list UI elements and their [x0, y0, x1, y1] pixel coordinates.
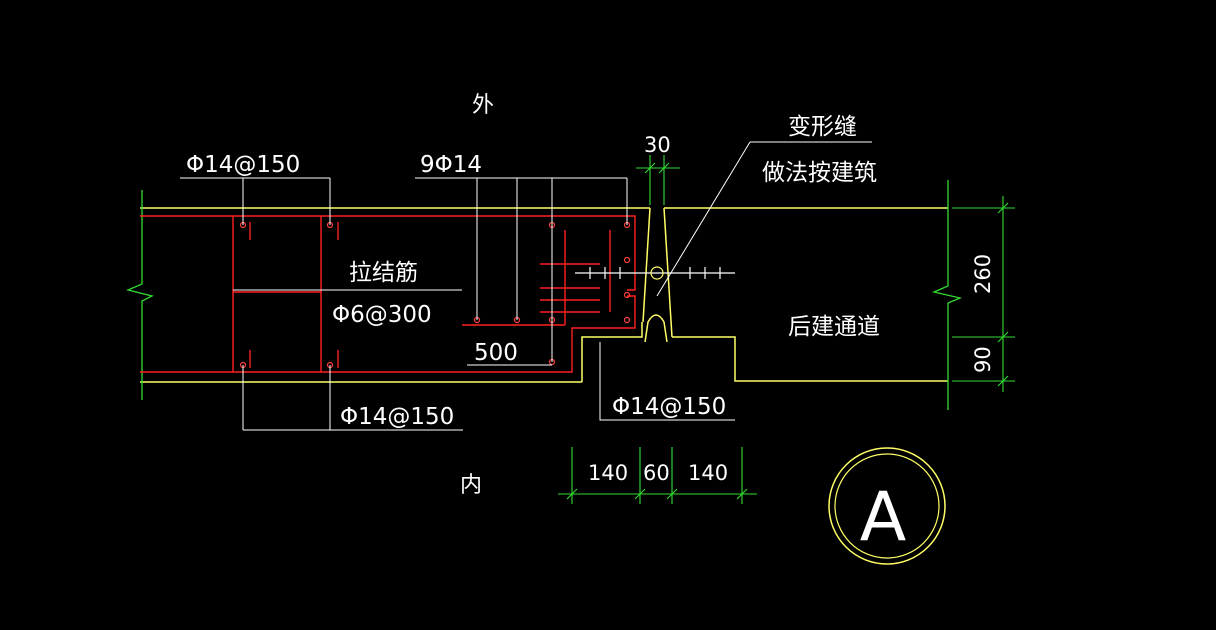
step-height-dim: 90 — [971, 346, 995, 373]
top-bar-left-label: Φ14@150 — [186, 152, 300, 178]
top-bar-middle-label: 9Φ14 — [420, 152, 482, 178]
inside-label: 内 — [460, 473, 482, 498]
lap-length-label: 500 — [474, 340, 518, 366]
right-break-line — [931, 180, 963, 410]
left-break-line — [125, 190, 154, 400]
text-labels: 外 内 Φ14@150 9Φ14 拉结筋 Φ6@300 500 Φ14@150 … — [186, 93, 880, 498]
bottom-bar-right-label: Φ14@150 — [612, 394, 726, 420]
tie-bar-name-label: 拉结筋 — [349, 260, 418, 286]
rebar-dots — [239, 221, 631, 369]
detail-circle-icon — [828, 447, 946, 565]
dimension-texts: 30 260 90 140 60 140 — [588, 133, 995, 485]
bottom-right-dim: 140 — [688, 461, 728, 485]
leader-lines — [180, 141, 872, 431]
bottom-left-dim: 140 — [588, 461, 628, 485]
joint-note-line1: 变形缝 — [788, 114, 857, 140]
detail-marker-letter: A — [860, 478, 907, 557]
dimension-lines — [558, 155, 1015, 504]
bottom-middle-dim: 60 — [643, 461, 670, 485]
concrete-outline — [140, 207, 948, 383]
slab-thickness-dim: 260 — [971, 254, 995, 294]
rebar — [140, 215, 636, 373]
tie-bar-spec-label: Φ6@300 — [332, 302, 432, 328]
joint-dowel — [575, 266, 735, 280]
joint-gap-dim: 30 — [644, 133, 671, 157]
joint-note-line2: 做法按建筑 — [762, 160, 877, 186]
new-passage-label: 后建通道 — [788, 314, 880, 340]
bottom-bar-left-label: Φ14@150 — [340, 404, 454, 430]
outside-label: 外 — [472, 93, 494, 118]
